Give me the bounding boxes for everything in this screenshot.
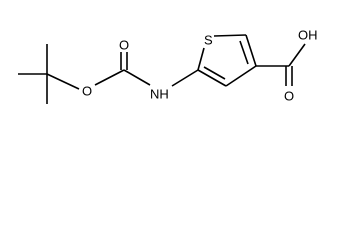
bond-c5-to-c4-inner	[239, 40, 249, 65]
sulfur-label: S	[204, 33, 213, 48]
bond-acid-carbon-to-hydroxyl	[288, 43, 306, 67]
tert-butyl-group	[18, 44, 80, 104]
bond-c3-to-c2-inner	[203, 66, 226, 80]
bond-c3-to-c2-single	[197, 69, 227, 87]
acid-hydroxyl-label: OH	[298, 28, 318, 43]
carbamate-carbonyl-oxygen-label: O	[119, 38, 129, 53]
bond-c4-to-c3	[225, 65, 257, 87]
bond-tbu-to-ester-oxygen	[46, 73, 80, 90]
ester-oxygen-label: O	[82, 84, 92, 99]
bond-ester-oxygen-to-carbonyl-carbon	[94, 69, 125, 86]
carbamate-group	[94, 52, 151, 86]
atom-labels: S NH O O O OH	[82, 28, 318, 104]
thiophene-ring	[171, 34, 257, 87]
chemical-structure-diagram: S NH O O O OH	[18, 28, 318, 104]
bond-carbonyl-carbon-to-nh	[123, 69, 151, 86]
bond-nh-to-ring	[171, 69, 199, 87]
bond-sulfur-to-c5	[213, 34, 247, 37]
bond-ring-c2-to-sulfur	[197, 47, 205, 71]
bond-c5-to-c4-single	[245, 34, 257, 67]
nh-label: NH	[150, 87, 169, 102]
carboxylic-acid-group	[256, 43, 306, 86]
acid-carbonyl-oxygen-label: O	[284, 89, 294, 104]
